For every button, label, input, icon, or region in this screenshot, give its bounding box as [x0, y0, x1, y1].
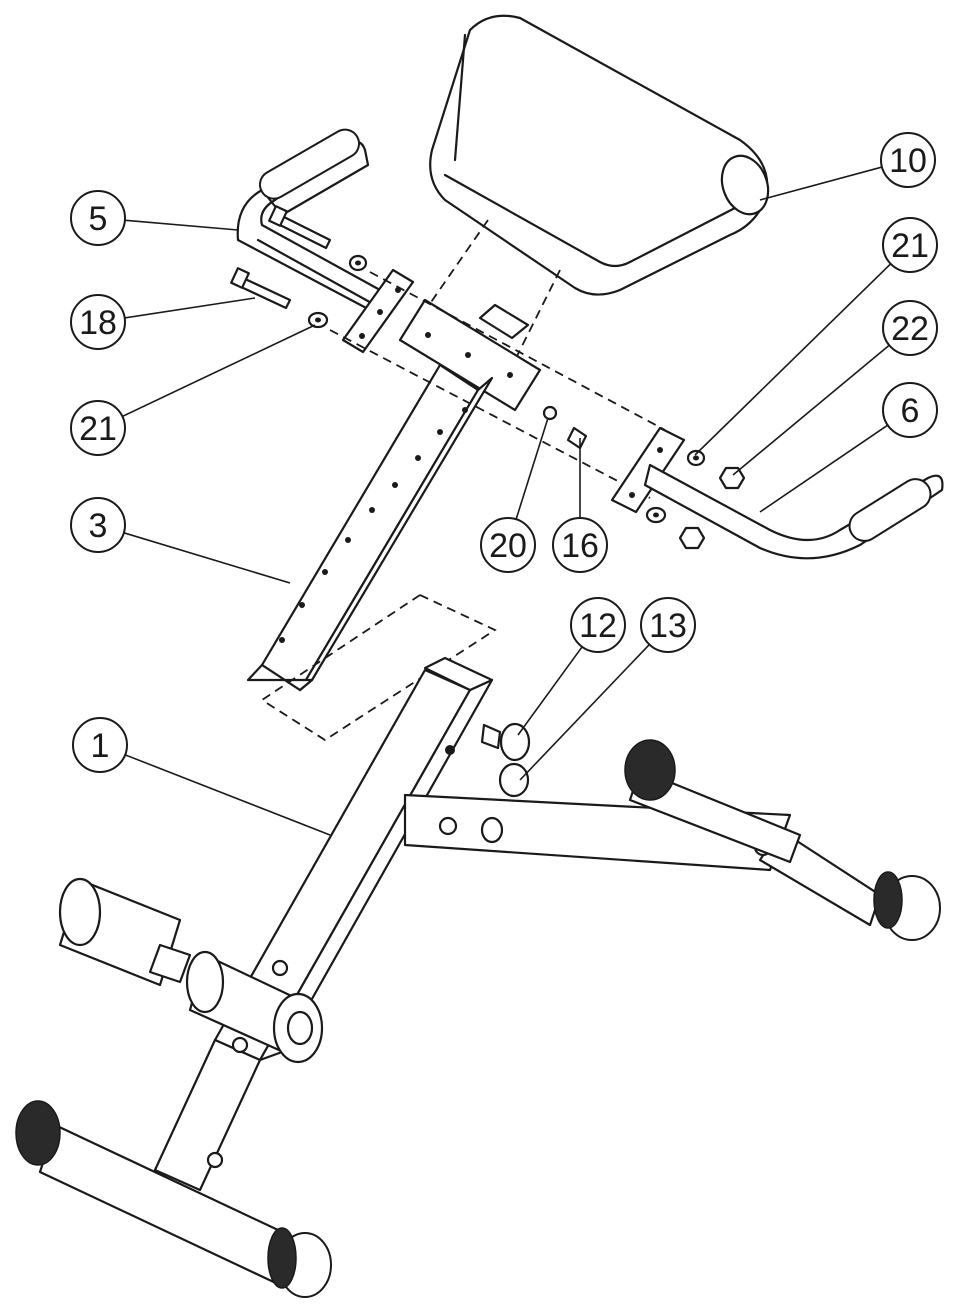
- callout-leader: [694, 263, 892, 456]
- right-washers-nuts: [645, 449, 746, 550]
- callout-label: 13: [649, 607, 687, 645]
- callout-leader: [122, 324, 316, 418]
- callout-leader: [732, 344, 890, 476]
- callout-label: 3: [89, 507, 108, 545]
- callout-circle: [882, 217, 938, 273]
- callout-leader: [123, 532, 291, 584]
- adjustment-knobs: [480, 722, 531, 844]
- callout-circle: [552, 517, 608, 573]
- rear-foot-caps: [624, 739, 941, 941]
- callout-c21a: 21: [694, 217, 938, 456]
- bracket-alignment-guides: [329, 271, 666, 499]
- callout-label: 21: [891, 227, 929, 265]
- callout-c22: 22: [732, 300, 938, 476]
- callout-label: 20: [489, 527, 527, 565]
- callout-c10: 10: [759, 132, 936, 201]
- callout-c18: 18: [70, 294, 256, 350]
- right-handle: [610, 426, 944, 560]
- callout-c6: 6: [759, 382, 938, 513]
- washers-21-left: [307, 254, 368, 329]
- callout-circle: [882, 300, 938, 356]
- callout-c21b: 21: [70, 324, 316, 456]
- pad-mounting-guides: [419, 219, 561, 361]
- callout-label: 21: [79, 410, 117, 448]
- leg-rollers: [58, 877, 324, 1064]
- main-frame: [153, 656, 882, 1192]
- callout-circle: [70, 294, 126, 350]
- callout-label: 16: [561, 527, 599, 565]
- callout-leader: [124, 297, 256, 319]
- callout-leader: [124, 754, 331, 836]
- upright-tube: [246, 363, 494, 692]
- callout-leader: [124, 219, 239, 231]
- callout-label: 5: [89, 200, 108, 238]
- callout-leader: [759, 424, 889, 513]
- callout-label: 12: [579, 607, 617, 645]
- back-pad: [429, 14, 770, 296]
- insertion-guide: [261, 594, 497, 742]
- callout-label: 10: [889, 142, 927, 180]
- left-handle: [236, 128, 382, 312]
- fastener-20-16: [542, 405, 588, 450]
- callout-circle: [480, 517, 536, 573]
- callout-c1: 1: [72, 717, 331, 836]
- callouts-layer: 10 21 22 6 5 18 21 3 20 16 12 13 1: [70, 132, 938, 836]
- callout-circle: [880, 132, 936, 188]
- callout-circle: [70, 400, 126, 456]
- callout-c20: 20: [480, 417, 549, 573]
- callout-c5: 5: [70, 190, 239, 246]
- callout-circle: [570, 597, 626, 653]
- bolts-18: [230, 205, 332, 310]
- callout-label: 6: [901, 392, 920, 430]
- callout-circle: [70, 190, 126, 246]
- callout-label: 22: [891, 310, 929, 348]
- callout-c12: 12: [517, 597, 626, 736]
- callout-circle: [72, 717, 128, 773]
- callout-c16: 16: [552, 438, 608, 573]
- callout-leader: [519, 643, 650, 781]
- callout-c13: 13: [519, 597, 696, 781]
- callout-circle: [882, 382, 938, 438]
- callout-label: 1: [91, 727, 110, 765]
- callout-leader: [759, 166, 883, 201]
- center-mounting-plate: [398, 298, 542, 412]
- callout-label: 18: [79, 304, 117, 342]
- callout-leader: [515, 417, 549, 520]
- callout-circle: [640, 597, 696, 653]
- front-foot: [15, 1100, 332, 1298]
- callout-circle: [70, 497, 126, 553]
- left-bracket-plate: [341, 268, 415, 354]
- callout-c3: 3: [70, 497, 291, 584]
- callout-leader: [517, 646, 583, 736]
